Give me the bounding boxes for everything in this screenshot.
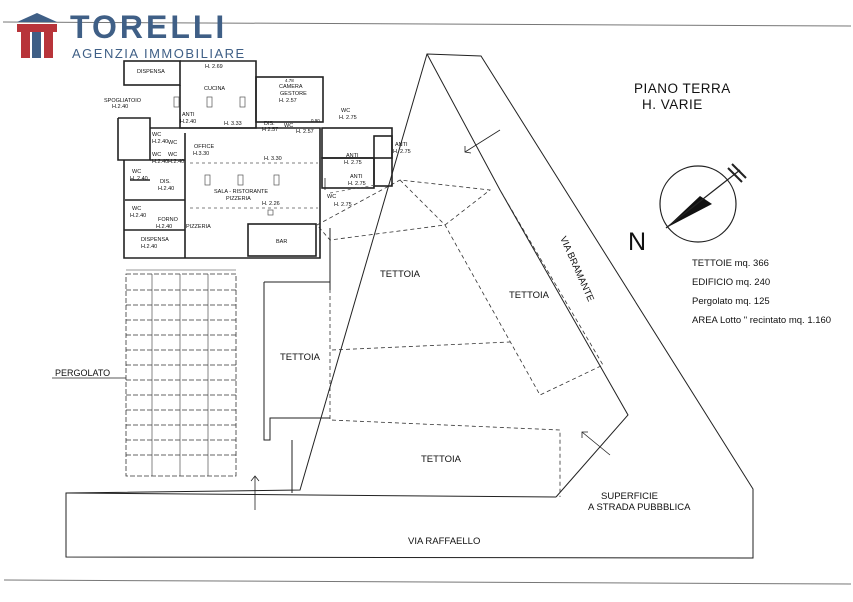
room-dispensa-top: DISPENSA <box>137 69 165 75</box>
room-dispensa-bottom-height: H.2.40 <box>141 244 157 250</box>
room-anti-right-2: ANTI <box>346 153 359 159</box>
strada-pubblica-label: A STRADA PUBBBLICA <box>588 502 691 513</box>
room-wc-6-height: H.2.40 <box>130 213 146 219</box>
bramante-curb-line <box>426 53 629 498</box>
tettoia-a-label: TETTOIA <box>380 269 421 280</box>
room-sala-height: H. 2.26 <box>262 201 280 207</box>
room-wc-gestore-height: H. 2.57 <box>296 129 314 135</box>
room-anti-right-3-height: H. 2.75 <box>348 181 366 187</box>
room-wc-right-height: H. 2.75 <box>339 115 357 121</box>
tettoia-c-label: TETTOIA <box>280 352 321 363</box>
room-wc-right-2: WC <box>327 194 336 200</box>
room-anti-right-1: ANTI <box>395 142 408 148</box>
room-sala: SALA - RISTORANTE <box>214 189 268 195</box>
room-office: OFFICE <box>194 144 214 150</box>
area-pergolato: Pergolato mq. 125 <box>692 296 770 307</box>
room-camera: CAMERA <box>279 84 303 90</box>
room-wc-1-height: H.2.40 <box>152 139 168 145</box>
room-pizzeria: PIZZERIA <box>226 196 251 202</box>
tettoia-split-line <box>331 341 511 351</box>
room-anti-right-2-height: H. 2.75 <box>344 160 362 166</box>
height-330: H. 3.30 <box>264 156 282 162</box>
room-cucina: CUCINA <box>204 86 225 92</box>
plan-title: PIANO TERRA <box>634 81 731 96</box>
area-edificio: EDIFICIO mq. 240 <box>692 277 771 288</box>
via-bramante-label: VIA BRAMANTE <box>557 235 596 304</box>
tettoia-b-label: TETTOIA <box>509 290 550 301</box>
tettoia-a-outline <box>316 179 492 241</box>
room-dis-1-height: H 2.57 <box>262 127 278 133</box>
room-camera-height: H. 2.57 <box>279 98 297 104</box>
pergolato-label: PERGOLATO <box>55 368 110 378</box>
room-dis-2: DIS. <box>160 179 171 185</box>
room-wc-gestore: WC <box>284 123 293 129</box>
via-raffaello-label: VIA RAFFAELLO <box>408 536 480 547</box>
room-dis-1: DIS. <box>264 121 275 127</box>
area-tettoie: TETTOIE mq. 366 <box>692 258 769 269</box>
room-office-height: H.3.30 <box>193 151 209 157</box>
room-wc-6: WC <box>132 206 141 212</box>
room-anti-right-1-height: H. 2.75 <box>393 149 411 155</box>
room-wc-right-2-height: H. 2.75 <box>334 202 352 208</box>
height-333: H. 3.33 <box>224 121 242 127</box>
room-spogliatoio: SPOGLIATOIO <box>104 98 142 104</box>
room-pizzeria-2: PIZZERIA <box>186 224 211 230</box>
lot-boundary <box>65 53 754 559</box>
room-wc-right: WC <box>341 108 350 114</box>
room-wc-gestore-dim: 0.90 <box>311 118 320 123</box>
room-anti-1-height: H.2.40 <box>180 119 196 125</box>
pergolato-posts <box>126 269 236 476</box>
logo: TORELLI AGENZIA IMMOBILIARE <box>14 9 246 62</box>
tettoia-c-wall <box>263 282 330 441</box>
room-gestore: GESTORE <box>280 91 307 97</box>
building-interior-dashes <box>190 162 376 209</box>
column-markers <box>173 96 280 216</box>
sheet-border <box>2 21 852 585</box>
pergolato-grid <box>125 273 237 477</box>
room-wc-1: WC <box>152 132 161 138</box>
logo-name: TORELLI <box>70 9 228 45</box>
superficie-label: SUPERFICIE <box>601 491 658 502</box>
plan-subtitle: H. VARIE <box>642 97 703 112</box>
room-anti-right-3: ANTI <box>350 174 363 180</box>
room-labels: DISPENSA H. 2.69 CUCINA 4.78 CAMERA GEST… <box>104 64 411 250</box>
tettoia-b-outline <box>399 179 604 396</box>
building-walls <box>117 60 393 259</box>
room-wc-4-height: H. 2.40 <box>130 176 148 182</box>
room-anti-1: ANTI <box>182 112 195 118</box>
room-wc-2-height: H.2.40 <box>152 159 168 165</box>
tettoia-d-label: TETTOIA <box>421 454 462 465</box>
room-wc-5: WC <box>168 140 177 146</box>
room-wc-4: WC <box>132 169 141 175</box>
tettoia-divider <box>329 240 561 497</box>
room-forno-height: H.2.40 <box>156 224 172 230</box>
area-lotto: AREA Lotto " recintato mq. 1.160 <box>692 315 832 326</box>
room-dis-2-height: H.2.40 <box>158 186 174 192</box>
north-label: N <box>628 228 646 256</box>
room-wc-3: WC <box>168 152 177 158</box>
compass-rose <box>659 163 747 243</box>
room-wc-2: WC <box>152 152 161 158</box>
entrance-arrows <box>250 129 611 510</box>
room-cucina-height: H. 2.69 <box>205 64 223 70</box>
raffaello-curb-line <box>65 492 557 498</box>
room-spogliatoio-height: H.2.40 <box>112 104 128 110</box>
room-dispensa-bottom: DISPENSA <box>141 237 169 243</box>
room-camera-dim: 4.78 <box>285 78 294 83</box>
room-bar: BAR <box>276 239 287 245</box>
room-forno: FORNO <box>158 217 179 223</box>
room-wc-3-height: H.2.40 <box>168 159 184 165</box>
logo-mark <box>17 13 57 58</box>
logo-subtitle: AGENZIA IMMOBILIARE <box>72 46 246 61</box>
